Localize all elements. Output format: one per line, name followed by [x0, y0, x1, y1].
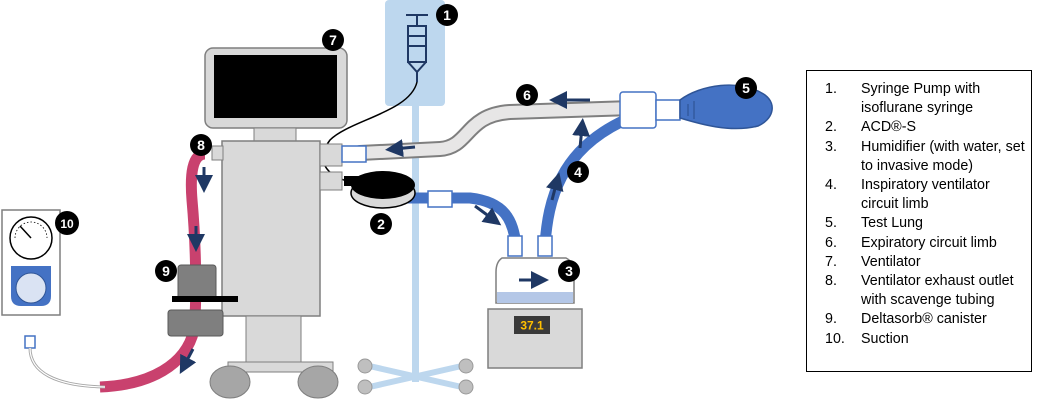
suction-unit [1, 209, 106, 389]
legend-item: 3. Humidifier (with water, set to invasiv… [825, 138, 1025, 176]
legend-item-number: 1. [825, 81, 837, 97]
legend-item-text: Test Lung [861, 215, 923, 232]
marker-5-label: 5 [742, 80, 750, 96]
legend-item: 7. Ventilator [825, 253, 1025, 272]
marker-8 [190, 134, 212, 156]
arrow-icon [474, 204, 502, 226]
legend-item-text: Expiratory circuit limb [861, 234, 997, 251]
legend-item-text: Syringe Pump with isoflurane syringe [861, 81, 981, 117]
expiratory-circuit-limb [341, 100, 640, 163]
legend-item-number: 9. [825, 311, 837, 328]
arrow-icon [385, 139, 416, 158]
ventilator [204, 47, 348, 399]
marker-8-label: 8 [197, 137, 205, 153]
marker-1-label: 1 [443, 7, 451, 23]
iv-pole [357, 0, 474, 395]
acd-s-device [344, 171, 453, 209]
arrow-icon [179, 348, 197, 374]
legend-item-number: 8. [825, 273, 837, 290]
legend-item-text: Inspiratory ventilator circuit limb [861, 177, 990, 213]
marker-4-label: 4 [574, 164, 582, 180]
legend-box: 1. Syringe Pump with isoflurane syringe 2… [806, 70, 1032, 372]
marker-3-label: 3 [565, 263, 573, 279]
arrow-icon [546, 172, 564, 201]
marker-2 [370, 213, 392, 235]
flow-arrows [179, 91, 591, 374]
marker-10 [55, 211, 79, 235]
legend-item-number: 2. [825, 119, 837, 136]
legend-item-number: 5. [825, 215, 837, 232]
legend-list: 1. Syringe Pump with isoflurane syringe 2… [825, 80, 1025, 349]
marker-2-label: 2 [377, 216, 385, 232]
marker-7-label: 7 [329, 32, 337, 48]
legend-item-number: 7. [825, 253, 837, 270]
legend-item-number: 3. [825, 138, 837, 155]
legend-item-text: Suction [861, 330, 909, 347]
marker-7 [322, 29, 344, 51]
marker-1 [436, 4, 458, 26]
legend-item-text: Humidifier (with water, set to invasive … [861, 138, 1025, 174]
legend-item: 9. Deltasorb® canister [825, 310, 1025, 329]
legend-item: 5. Test Lung [825, 214, 1025, 233]
legend-item-number: 6. [825, 234, 837, 251]
syringe-icon [406, 14, 428, 82]
marker-6 [516, 84, 538, 106]
humidifier: 37.1 [487, 235, 583, 369]
legend-item-text: Ventilator exhaust outlet with scavenge … [861, 273, 1014, 309]
legend-item: 2. ACD®-S [825, 118, 1025, 137]
marker-9-label: 9 [162, 263, 170, 279]
marker-6-label: 6 [523, 87, 531, 103]
legend-item: 1. Syringe Pump with isoflurane syringe [825, 80, 1025, 118]
humidifier-temperature: 37.1 [520, 319, 544, 333]
pressure-gauge-icon [9, 216, 53, 260]
legend-item-text: Ventilator [861, 253, 921, 270]
legend-item-text: ACD®-S [861, 119, 917, 136]
marker-5 [735, 77, 757, 99]
marker-3 [558, 260, 580, 282]
marker-4 [567, 161, 589, 183]
legend-item-text: Deltasorb® canister [861, 311, 987, 328]
inspiratory-circuit-limb [395, 115, 628, 246]
marker-9 [155, 260, 177, 282]
legend-item: 8. Ventilator exhaust outlet with scaveng… [825, 272, 1025, 310]
legend-item: 6. Expiratory circuit limb [825, 234, 1025, 253]
legend-item-number: 4. [825, 177, 837, 194]
legend-item: 4. Inspiratory ventilator circuit limb [825, 176, 1025, 214]
marker-10-label: 10 [60, 217, 74, 231]
legend-item-number: 10. [825, 330, 845, 347]
legend-item: 10. Suction [825, 330, 1025, 349]
arrow-icon [572, 118, 591, 149]
deltasorb-canister [167, 264, 238, 337]
